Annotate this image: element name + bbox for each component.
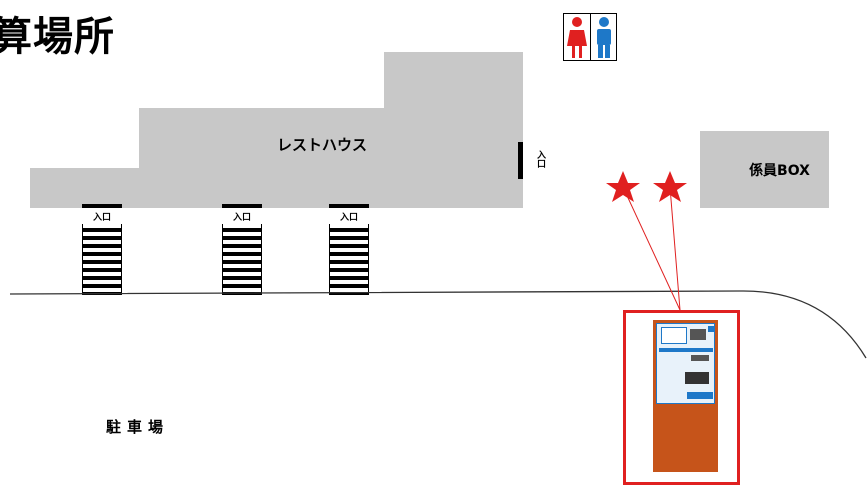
entrance-label-3: 入口: [339, 213, 358, 223]
page-title: 算場所: [0, 14, 115, 60]
entrance-door-1: [82, 204, 122, 208]
coin-slot: [691, 355, 709, 361]
receipt-button: [687, 392, 713, 399]
entrance-label-2: 入口: [232, 213, 251, 223]
ticket-slot: [690, 329, 706, 340]
crosswalk-2: [222, 224, 262, 295]
male-restroom-icon: [597, 17, 611, 58]
restroom-sign: [563, 13, 617, 61]
crosswalk-3: [329, 224, 369, 295]
staff-box-label: 係員BOX: [749, 162, 810, 179]
side-entrance-door: [518, 142, 523, 179]
side-entrance-label: 入口: [535, 150, 545, 168]
rest-house-upper-block: [384, 52, 523, 208]
entrance-door-2: [222, 204, 262, 208]
rest-house-lower-block: [30, 168, 140, 208]
marker-line-2: [669, 186, 681, 311]
entrance-label-1: 入口: [92, 213, 111, 223]
step-badge-1: [708, 326, 714, 332]
staff-box: 係員BOX: [700, 131, 829, 208]
rest-house-label: レストハウス: [277, 136, 368, 154]
entrance-door-3: [329, 204, 369, 208]
bill-slot: [685, 372, 709, 384]
parking-label: 駐車場: [106, 418, 170, 436]
star-marker-1: [606, 171, 640, 202]
payment-machine: [653, 320, 718, 472]
payment-machine-panel: [656, 323, 715, 404]
rest-house-middle-block: [139, 108, 385, 208]
crosswalk-1: [82, 224, 122, 295]
female-restroom-icon: [567, 17, 587, 58]
restroom-divider: [590, 14, 591, 60]
star-marker-2: [653, 171, 687, 202]
screen-display: [661, 327, 687, 344]
marker-line-1: [622, 186, 681, 311]
step-bar: [659, 348, 713, 352]
road-edge: [9, 290, 867, 359]
